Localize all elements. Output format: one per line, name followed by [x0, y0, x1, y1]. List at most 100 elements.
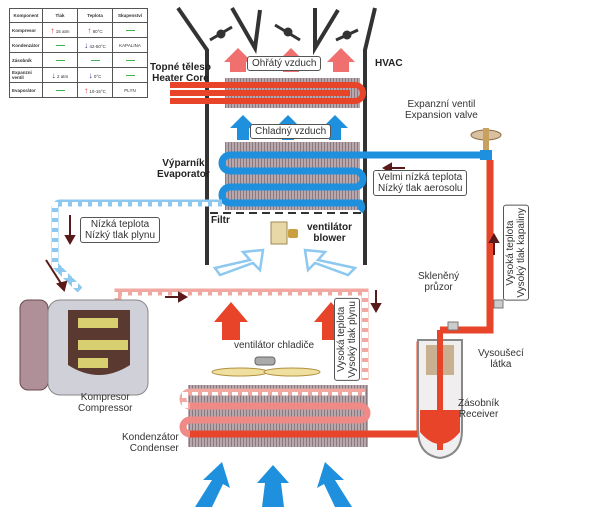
expansion-valve-label: Expanzní ventil Expansion valve	[405, 99, 478, 121]
evaporator-label-cz: Výparník	[162, 158, 205, 169]
very-low-temp-line1: Velmi nízká teplota	[378, 172, 463, 183]
low-temp-gas-line1: Nízká teplota	[90, 219, 150, 230]
heater-core-tube	[170, 82, 366, 104]
temp-value: 80°C	[92, 28, 103, 34]
table-row: Zásobník	[9, 52, 148, 68]
blower-label: ventilátor blower	[307, 222, 352, 244]
sight-glass-line2: průzor	[424, 282, 453, 293]
heater-core	[170, 78, 366, 108]
arrow-down-icon: ↓	[84, 40, 89, 50]
discharge-line	[114, 288, 369, 380]
air-arrow-1	[195, 462, 230, 507]
receiver-label-en: Receiver	[458, 409, 499, 420]
high-temp-liquid-line1: Vysoká teplota	[505, 220, 516, 286]
vent-louver-right	[313, 8, 340, 56]
desiccant-line2: látka	[490, 359, 512, 370]
radiator-fan-label: ventilátor chladiče	[234, 340, 315, 351]
table-row: Expanzní ventil ↓ 2 atm ↓ 0°C	[9, 67, 148, 83]
hvac-label: HVAC	[375, 58, 403, 69]
high-temp-gas-line2: Vysoký tlak plynu	[347, 301, 358, 378]
air-arrow-2	[257, 465, 289, 507]
dash-icon	[55, 59, 65, 62]
low-temp-gas-box: Nízká teplota Nízký tlak plynu	[80, 217, 161, 243]
dash-icon	[90, 59, 100, 62]
duct-left-wall	[176, 6, 209, 265]
expansion-valve	[470, 128, 502, 160]
cold-arrow-1	[230, 115, 256, 140]
blower-wheel	[270, 221, 288, 245]
damper-pivot	[342, 30, 352, 40]
fan-blade-right	[263, 367, 321, 377]
cold-air-label: Chladný vzduch	[250, 124, 332, 139]
inlet-air-arrows	[212, 248, 358, 277]
expansion-valve-label-en: Expansion valve	[405, 110, 478, 121]
arrow-down-icon: ↓	[88, 70, 93, 80]
damper-pivot	[216, 29, 226, 39]
evaporator-label: Výparník Evaporator	[157, 158, 210, 180]
high-temp-liquid-box: Vysoká teplota Vysoký tlak kapaliny	[503, 205, 529, 301]
warm-arrow-3	[327, 48, 355, 72]
condenser-coil	[179, 341, 435, 447]
evaporator-tube	[218, 151, 485, 214]
hot-air-arrows	[214, 302, 348, 340]
valve-stem	[483, 128, 489, 153]
blower-motor	[288, 229, 298, 238]
warm-air-label: Ohřátý vzduch	[247, 56, 322, 71]
pressure-value: 15 atm	[55, 28, 70, 34]
expansion-valve-label-cz: Expanzní ventil	[407, 99, 476, 110]
compressor-label-cz: Kompresor	[80, 392, 130, 403]
sight-glass-line1: Skleněný	[418, 271, 460, 282]
table-row: Kondenzátor ↓ 42-50°C KAPALINA	[9, 37, 148, 53]
arrow-up-icon: ↑	[84, 85, 89, 95]
heater-core-label-en: Heater Core	[152, 73, 209, 84]
inlet-arrow-right	[303, 248, 358, 277]
condenser-air-arrows	[195, 462, 352, 507]
condenser-label-en: Condenser	[129, 443, 179, 454]
piston-2	[78, 340, 128, 350]
very-low-temp-box: Velmi nízká teplota Nízký tlak aerosolu	[373, 170, 468, 196]
radiator-fan	[211, 356, 321, 377]
damper-pivot	[283, 27, 293, 37]
hvac-duct	[176, 6, 377, 265]
arrow-up-icon: ↑	[50, 25, 55, 35]
piston-3	[78, 358, 108, 368]
piston-1	[78, 318, 118, 328]
duct-right-wall	[363, 7, 377, 265]
arrow-down-icon: ↓	[51, 70, 56, 80]
dash-icon	[55, 89, 65, 92]
heater-core-label-cz: Topné těleso	[150, 62, 211, 73]
high-temp-liquid-line2: Vysoký tlak kapaliny	[516, 208, 527, 298]
evaporator-coil	[218, 142, 485, 214]
compressor-pulley	[19, 299, 49, 391]
dash-icon	[55, 44, 65, 47]
filter-label: Filtr	[211, 215, 230, 226]
hot-arrow-left	[214, 302, 248, 340]
dash-icon	[125, 59, 135, 62]
cold-arrow-3	[322, 115, 348, 140]
evaporator-label-en: Evaporator	[157, 169, 210, 180]
vent-louver-left	[230, 7, 262, 55]
dash-icon	[125, 29, 135, 32]
flow-arrows	[45, 162, 500, 314]
blower-label-cz: ventilátor	[307, 222, 353, 233]
high-temp-gas-box: Vysoká teplota Vysoký tlak plynu	[334, 298, 360, 381]
cell-temp: ↑ 10-15°C	[77, 82, 113, 98]
table-header-row: Komponent Tlak Teplota Skupenství	[9, 8, 148, 23]
damper-flaps	[209, 23, 359, 42]
fan-hub	[254, 356, 276, 366]
blower-label-en: blower	[313, 233, 346, 244]
pressure-value: 2 atm	[57, 73, 69, 79]
fan-blade-left	[211, 367, 269, 377]
receiver-drier	[417, 160, 504, 460]
desiccant-label: Vysoušecí látka	[478, 348, 524, 370]
flow-arrow-compressor-in	[45, 259, 63, 286]
cell-state: PLYN	[112, 82, 148, 98]
dash-icon	[125, 74, 135, 77]
compressor-label: Kompresor Compressor	[78, 392, 132, 414]
inlet-arrow-left	[212, 248, 265, 277]
service-port	[493, 299, 504, 309]
blower-fan	[270, 221, 298, 245]
temp-value: 10-15°C	[89, 88, 106, 94]
sight-glass	[447, 321, 459, 331]
